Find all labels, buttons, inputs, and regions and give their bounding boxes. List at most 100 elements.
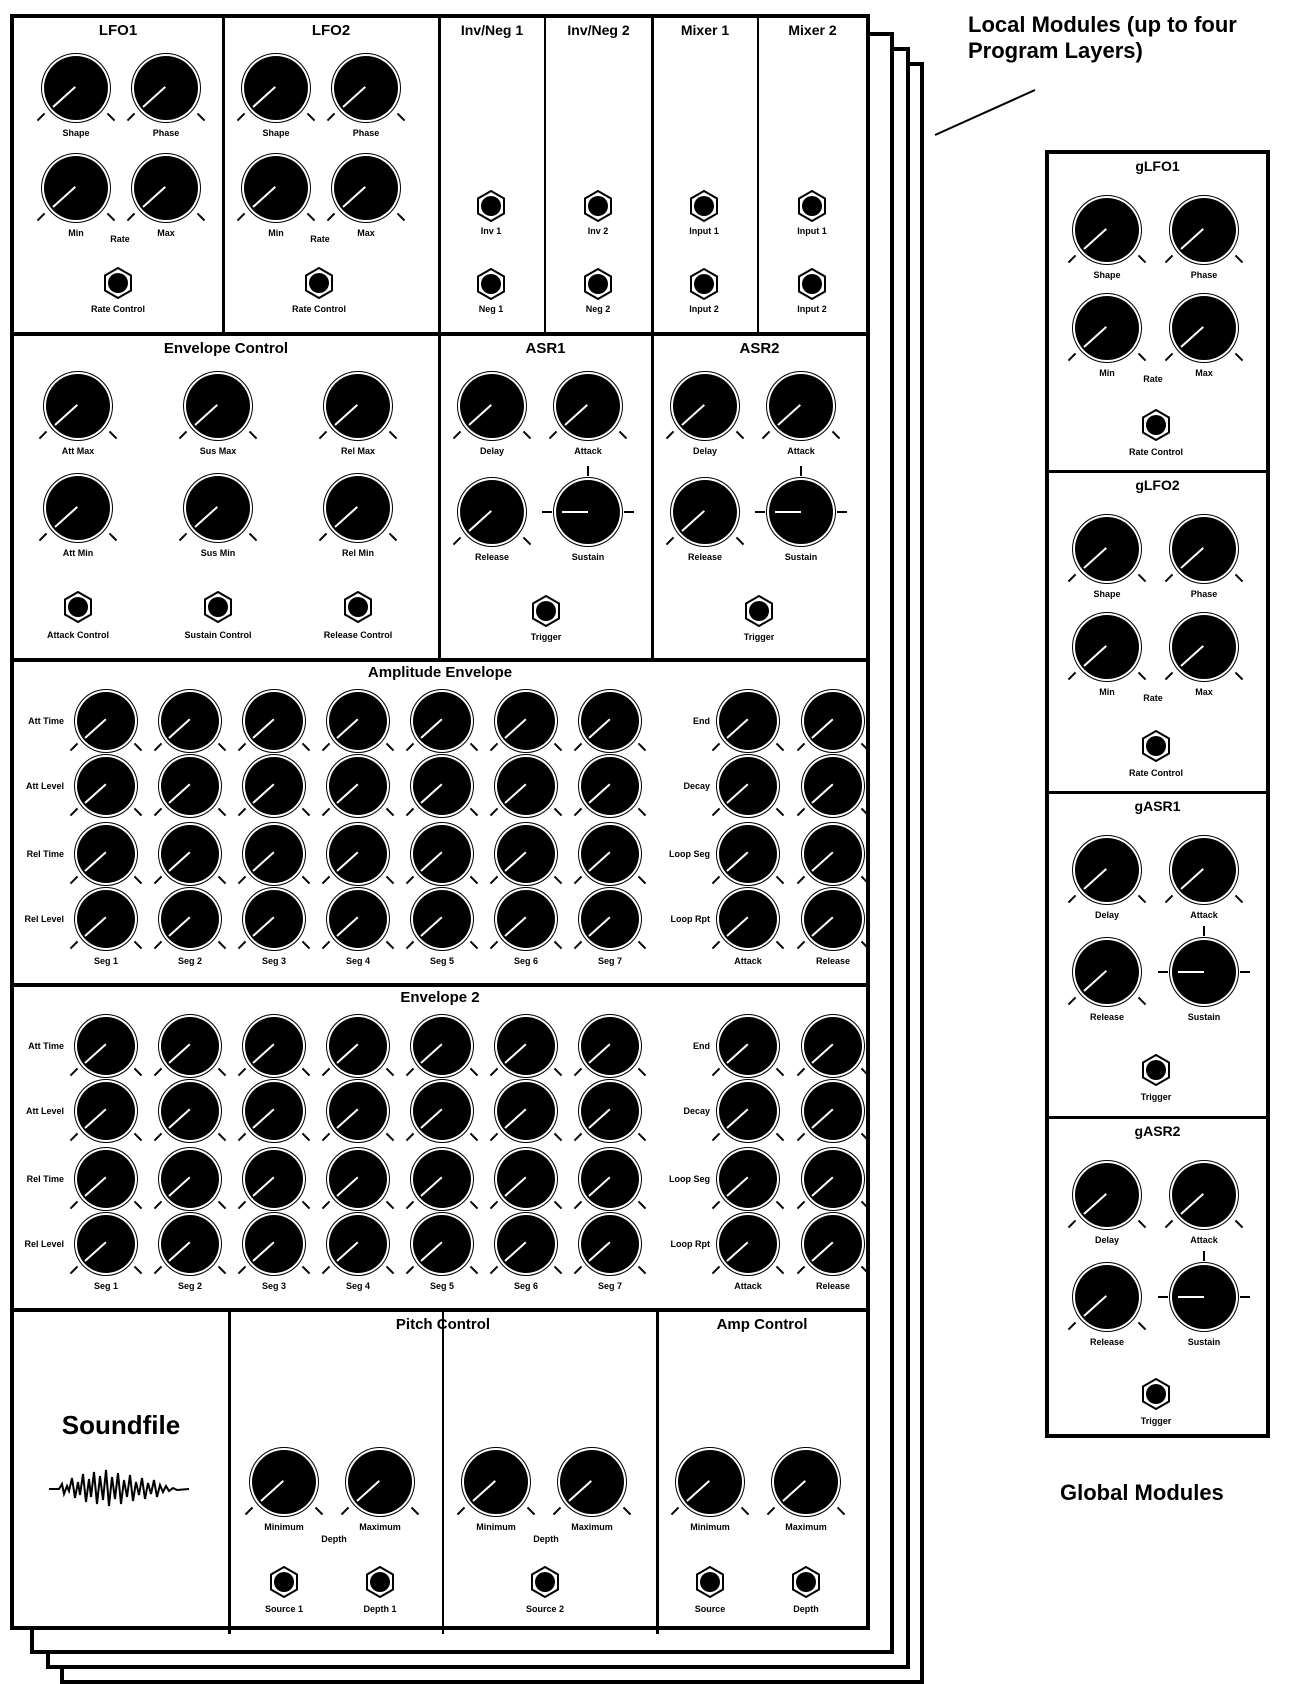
env2-seg1-knob[interactable] <box>77 1082 135 1140</box>
amp-source-jack[interactable] <box>695 1566 725 1596</box>
gasr1-release-knob[interactable] <box>1075 940 1139 1004</box>
env2-right-knob[interactable] <box>804 1215 862 1273</box>
pitch1-minimum-knob[interactable] <box>252 1450 316 1514</box>
env2-seg6-knob[interactable] <box>497 1017 555 1075</box>
ampenv-seg7-knob[interactable] <box>581 757 639 815</box>
lfo1-rate-control-jack[interactable] <box>103 267 133 297</box>
ampenv-seg3-knob[interactable] <box>245 757 303 815</box>
att-min-knob[interactable] <box>46 476 110 540</box>
ampenv-seg1-knob[interactable] <box>77 757 135 815</box>
ampenv-seg2-knob[interactable] <box>161 692 219 750</box>
mixer2-input2-jack[interactable] <box>797 268 827 298</box>
gasr2-trigger-jack[interactable] <box>1141 1378 1171 1408</box>
env2-seg4-knob[interactable] <box>329 1017 387 1075</box>
rel-max-knob[interactable] <box>326 374 390 438</box>
ampenv-seg6-knob[interactable] <box>497 692 555 750</box>
lfo2-min-knob[interactable] <box>244 156 308 220</box>
lfo1-shape-knob[interactable] <box>44 56 108 120</box>
gasr2-attack-knob[interactable] <box>1172 1163 1236 1227</box>
env2-seg6-knob[interactable] <box>497 1082 555 1140</box>
ampenv-seg4-knob[interactable] <box>329 757 387 815</box>
gasr1-sustain-knob[interactable] <box>1172 940 1236 1004</box>
env2-seg5-knob[interactable] <box>413 1150 471 1208</box>
asr1-attack-knob[interactable] <box>556 374 620 438</box>
ampenv-seg2-knob[interactable] <box>161 890 219 948</box>
env2-seg2-knob[interactable] <box>161 1150 219 1208</box>
ampenv-seg7-knob[interactable] <box>581 825 639 883</box>
env2-seg6-knob[interactable] <box>497 1215 555 1273</box>
mixer1-input2-jack[interactable] <box>689 268 719 298</box>
sus-min-knob[interactable] <box>186 476 250 540</box>
ampenv-seg3-knob[interactable] <box>245 825 303 883</box>
asr1-trigger-jack[interactable] <box>531 595 561 625</box>
ampenv-seg6-knob[interactable] <box>497 825 555 883</box>
ampenv-seg6-knob[interactable] <box>497 757 555 815</box>
gasr2-delay-knob[interactable] <box>1075 1163 1139 1227</box>
glfo1-rate-control-jack[interactable] <box>1141 409 1171 439</box>
pitch2-maximum-knob[interactable] <box>560 1450 624 1514</box>
env2-seg7-knob[interactable] <box>581 1215 639 1273</box>
asr2-delay-knob[interactable] <box>673 374 737 438</box>
attack-control-jack[interactable] <box>63 591 93 621</box>
lfo2-shape-knob[interactable] <box>244 56 308 120</box>
inv2-jack[interactable] <box>583 190 613 220</box>
env2-seg4-knob[interactable] <box>329 1082 387 1140</box>
env2-right-knob[interactable] <box>804 1017 862 1075</box>
lfo2-phase-knob[interactable] <box>334 56 398 120</box>
gasr2-sustain-knob[interactable] <box>1172 1265 1236 1329</box>
lfo1-min-knob[interactable] <box>44 156 108 220</box>
ampenv-seg6-knob[interactable] <box>497 890 555 948</box>
ampenv-right-knob[interactable] <box>719 692 777 750</box>
glfo2-shape-knob[interactable] <box>1075 517 1139 581</box>
ampenv-seg5-knob[interactable] <box>413 825 471 883</box>
ampenv-right-knob[interactable] <box>719 890 777 948</box>
asr1-delay-knob[interactable] <box>460 374 524 438</box>
mixer1-input1-jack[interactable] <box>689 190 719 220</box>
lfo1-max-knob[interactable] <box>134 156 198 220</box>
ampenv-seg7-knob[interactable] <box>581 890 639 948</box>
ampenv-seg1-knob[interactable] <box>77 890 135 948</box>
pitch2-minimum-knob[interactable] <box>464 1450 528 1514</box>
env2-seg1-knob[interactable] <box>77 1215 135 1273</box>
neg1-jack[interactable] <box>476 268 506 298</box>
env2-right-knob[interactable] <box>719 1082 777 1140</box>
env2-seg2-knob[interactable] <box>161 1082 219 1140</box>
gasr1-attack-knob[interactable] <box>1172 838 1236 902</box>
ampenv-right-knob[interactable] <box>719 825 777 883</box>
ampenv-seg5-knob[interactable] <box>413 692 471 750</box>
ampenv-right-knob[interactable] <box>719 757 777 815</box>
env2-seg7-knob[interactable] <box>581 1150 639 1208</box>
ampenv-seg2-knob[interactable] <box>161 757 219 815</box>
env2-seg1-knob[interactable] <box>77 1017 135 1075</box>
env2-seg2-knob[interactable] <box>161 1215 219 1273</box>
env2-right-knob[interactable] <box>719 1150 777 1208</box>
env2-right-knob[interactable] <box>719 1017 777 1075</box>
env2-seg3-knob[interactable] <box>245 1082 303 1140</box>
lfo1-phase-knob[interactable] <box>134 56 198 120</box>
asr2-attack-knob[interactable] <box>769 374 833 438</box>
asr2-release-knob[interactable] <box>673 480 737 544</box>
asr2-sustain-knob[interactable] <box>769 480 833 544</box>
ampenv-seg3-knob[interactable] <box>245 692 303 750</box>
ampenv-seg3-knob[interactable] <box>245 890 303 948</box>
env2-right-knob[interactable] <box>719 1215 777 1273</box>
env2-seg6-knob[interactable] <box>497 1150 555 1208</box>
amp-maximum-knob[interactable] <box>774 1450 838 1514</box>
env2-seg7-knob[interactable] <box>581 1082 639 1140</box>
amp-depth-jack[interactable] <box>791 1566 821 1596</box>
release-control-jack[interactable] <box>343 591 373 621</box>
env2-seg2-knob[interactable] <box>161 1017 219 1075</box>
ampenv-seg7-knob[interactable] <box>581 692 639 750</box>
ampenv-seg1-knob[interactable] <box>77 825 135 883</box>
pitch-source1-jack[interactable] <box>269 1566 299 1596</box>
sus-max-knob[interactable] <box>186 374 250 438</box>
env2-seg3-knob[interactable] <box>245 1017 303 1075</box>
inv1-jack[interactable] <box>476 190 506 220</box>
ampenv-seg4-knob[interactable] <box>329 890 387 948</box>
sustain-control-jack[interactable] <box>203 591 233 621</box>
lfo2-max-knob[interactable] <box>334 156 398 220</box>
env2-right-knob[interactable] <box>804 1150 862 1208</box>
ampenv-right-knob[interactable] <box>804 825 862 883</box>
asr2-trigger-jack[interactable] <box>744 595 774 625</box>
mixer2-input1-jack[interactable] <box>797 190 827 220</box>
